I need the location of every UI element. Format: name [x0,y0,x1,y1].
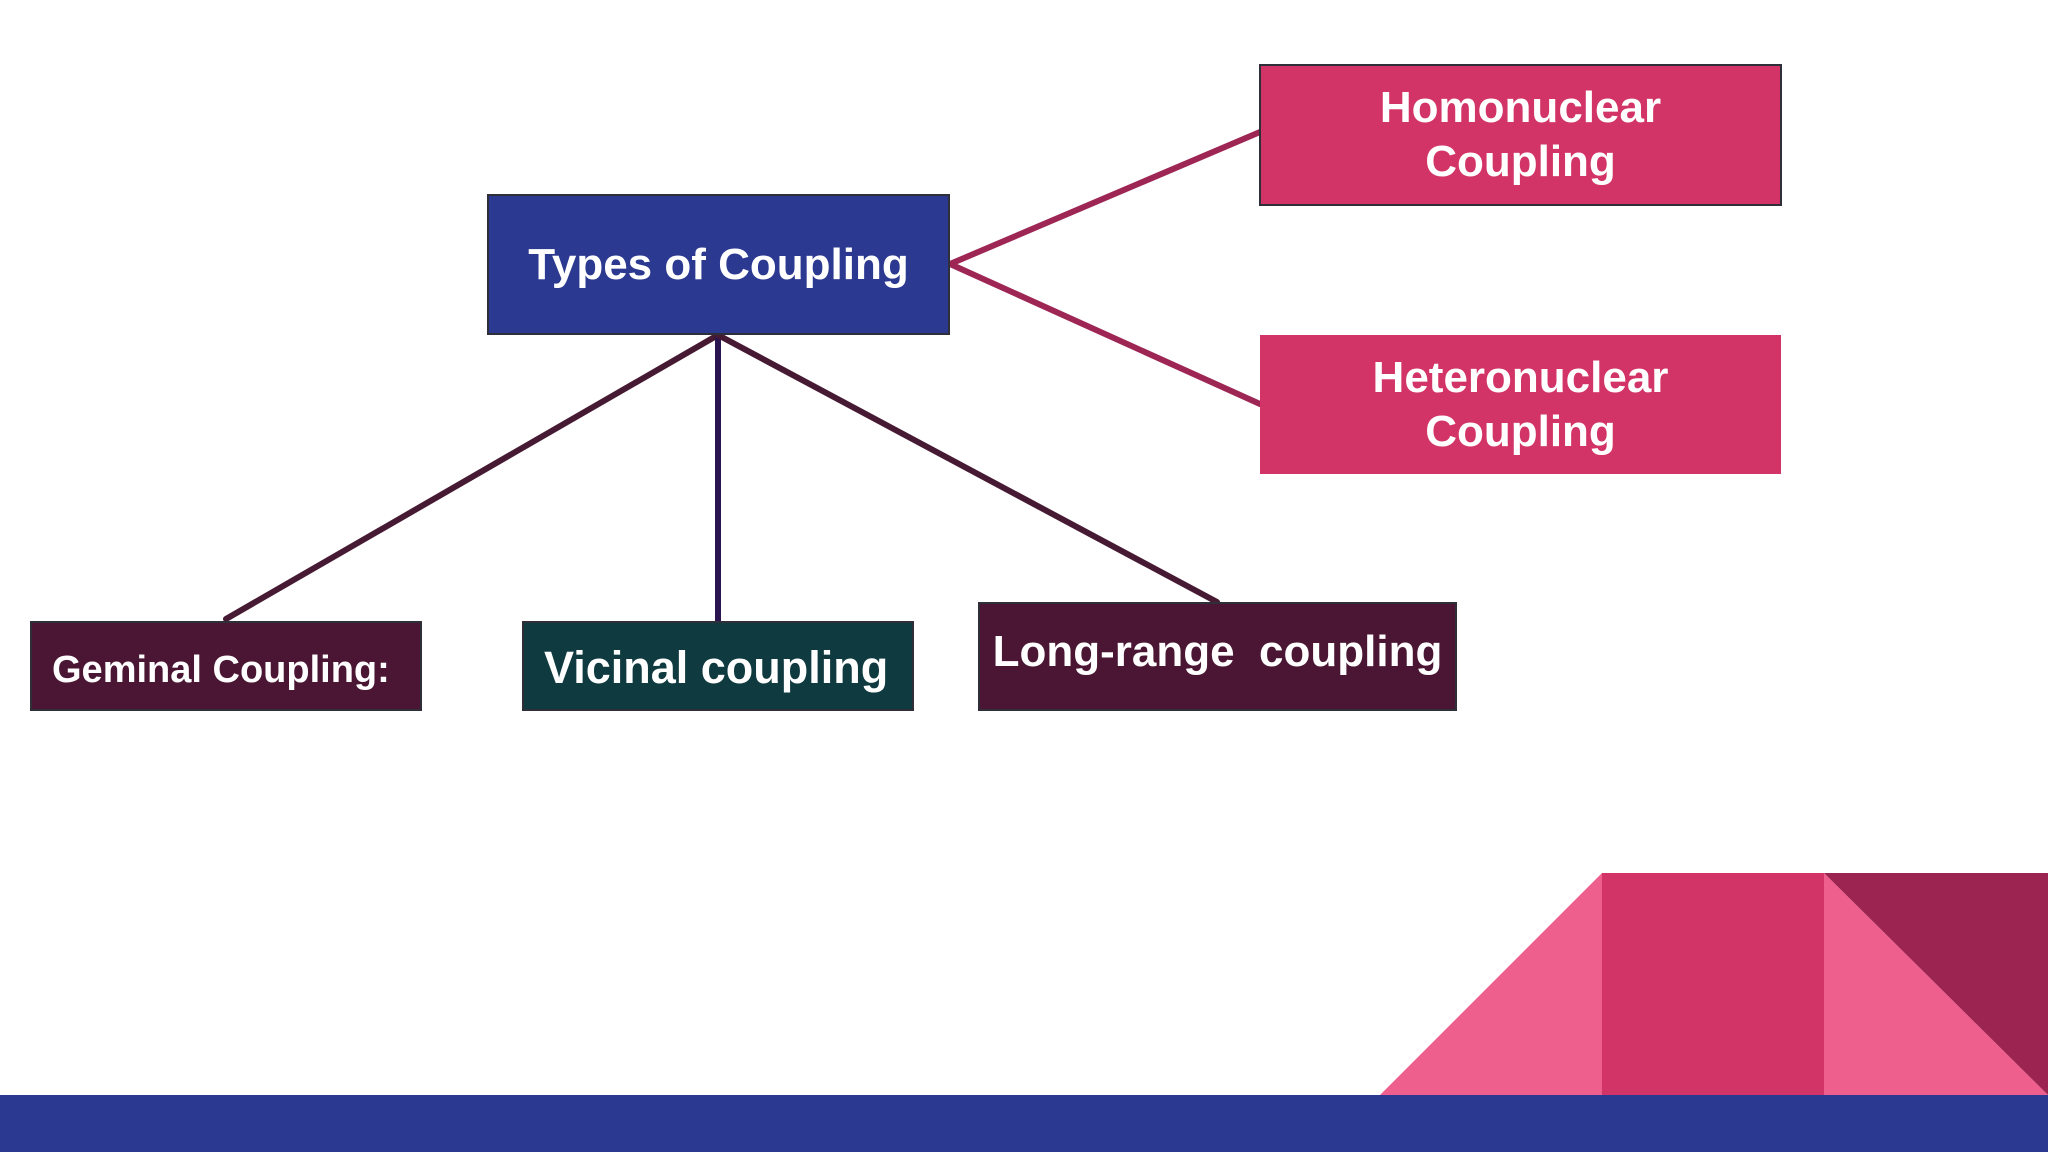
edge-root-heteronuclear [947,261,1263,407]
edge-root-long-range [715,332,1220,605]
edge-root-homonuclear [947,129,1263,267]
node-homonuclear-coupling: Homonuclear Coupling [1259,64,1782,206]
node-homonuclear-line1: Homonuclear [1379,83,1662,133]
bottom-accent-bar [0,1095,2048,1152]
node-homonuclear-text: Homonuclear Coupling [1380,81,1661,188]
edge-root-geminal [223,332,721,622]
decorative-corner-shapes [1380,873,2048,1095]
deco-left-triangle [1380,873,1602,1095]
node-heteronuclear-line1: Heteronuclear [1372,352,1669,402]
node-vicinal-label: Vicinal coupling [544,641,889,693]
node-types-of-coupling-label: Types of Coupling [528,239,909,289]
node-types-of-coupling: Types of Coupling [487,194,950,335]
node-long-range-label: Long-range coupling [992,626,1443,676]
node-homonuclear-line2: Coupling [1425,137,1616,186]
node-geminal-label: Geminal Coupling: [52,648,390,691]
node-heteronuclear-text: Heteronuclear Coupling [1373,351,1669,458]
node-long-range-coupling: Long-range coupling [978,602,1457,711]
deco-right-dark [1824,873,2048,1095]
node-heteronuclear-line2: Coupling [1425,406,1616,456]
node-vicinal-coupling: Vicinal coupling [522,621,914,711]
node-geminal-coupling: Geminal Coupling: [30,621,422,711]
node-heteronuclear-coupling: Heteronuclear Coupling [1260,335,1781,474]
deco-center-block [1602,873,1824,1095]
